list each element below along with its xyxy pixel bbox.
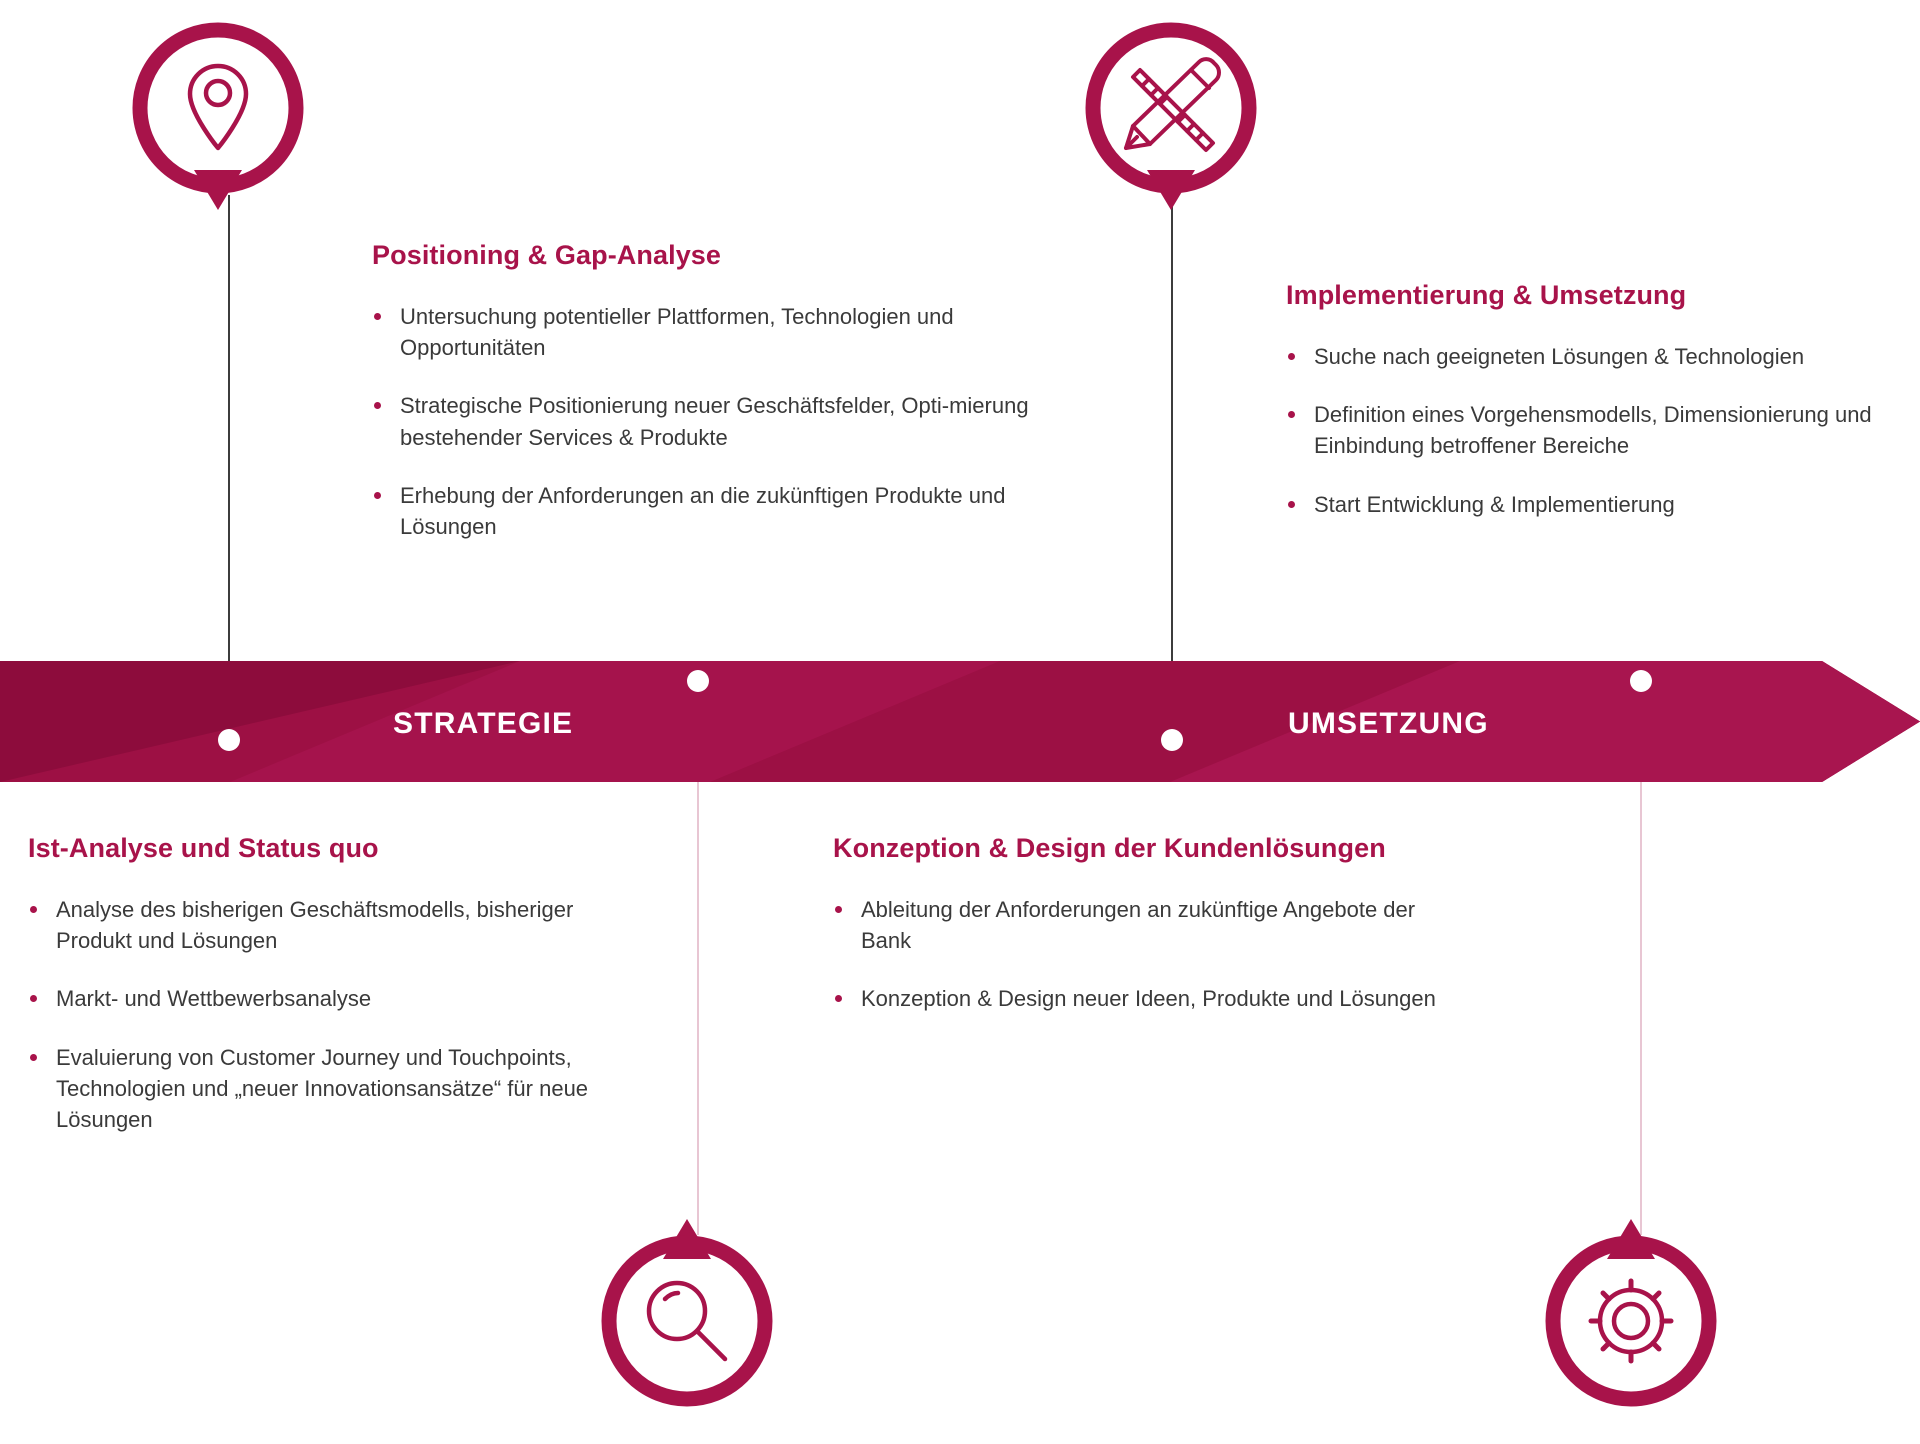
block-title: Ist-Analyse und Status quo bbox=[28, 833, 379, 863]
block-title: Konzeption & Design der Kundenlösungen bbox=[833, 833, 1386, 863]
bullet-item: Start Entwicklung & Implementierung bbox=[1286, 489, 1906, 520]
location-pin-icon bbox=[187, 63, 249, 151]
block-title: Implementierung & Umsetzung bbox=[1286, 280, 1687, 310]
timeline-dot-ist-analyse bbox=[687, 670, 709, 692]
process-banner bbox=[0, 661, 1920, 782]
connector-line-ist-analyse bbox=[697, 680, 699, 1235]
timeline-dot-konzeption bbox=[1630, 670, 1652, 692]
block-positioning-gap-analyse: Positioning & Gap-Analyse Untersuchung p… bbox=[372, 240, 1052, 542]
bullet-list: Untersuchung potentieller Plattformen, T… bbox=[372, 301, 1052, 542]
bullet-item: Strategische Positionierung neuer Geschä… bbox=[372, 390, 1052, 452]
block-konzeption-design: Konzeption & Design der Kundenlösungen A… bbox=[833, 833, 1453, 1015]
ruler-pencil-icon bbox=[1124, 57, 1221, 152]
block-ist-analyse-status-quo: Ist-Analyse und Status quo Analyse des b… bbox=[28, 833, 628, 1135]
connector-line-positioning bbox=[228, 195, 230, 740]
bullet-item: Definition eines Vorgehensmodells, Dimen… bbox=[1286, 399, 1906, 461]
bullet-item: Suche nach geeigneten Lösungen & Technol… bbox=[1286, 341, 1906, 372]
bullet-list: Suche nach geeigneten Lösungen & Technol… bbox=[1286, 341, 1906, 520]
bullet-list: Analyse des bisherigen Geschäftsmodells,… bbox=[28, 894, 628, 1135]
bullet-list: Ableitung der Anforderungen an zukünftig… bbox=[833, 894, 1453, 1015]
pin-magnifier[interactable] bbox=[601, 1219, 773, 1407]
banner-label-umsetzung: UMSETZUNG bbox=[1288, 707, 1489, 740]
pin-gear[interactable] bbox=[1545, 1219, 1717, 1407]
banner-label-strategie: STRATEGIE bbox=[393, 707, 574, 740]
block-title: Positioning & Gap-Analyse bbox=[372, 240, 722, 270]
bullet-item: Ableitung der Anforderungen an zukünftig… bbox=[833, 894, 1453, 956]
timeline-dot-positioning bbox=[218, 729, 240, 751]
gear-icon bbox=[1588, 1278, 1674, 1364]
timeline-dot-implementierung bbox=[1161, 729, 1183, 751]
pin-ruler-pencil[interactable] bbox=[1085, 22, 1257, 210]
bullet-item: Analyse des bisherigen Geschäftsmodells,… bbox=[28, 894, 628, 956]
block-implementierung-umsetzung: Implementierung & Umsetzung Suche nach g… bbox=[1286, 280, 1906, 520]
bullet-item: Konzeption & Design neuer Ideen, Produkt… bbox=[833, 983, 1453, 1014]
connector-line-implementierung bbox=[1171, 195, 1173, 740]
bullet-item: Erhebung der Anforderungen an die zukünf… bbox=[372, 480, 1052, 542]
pin-location[interactable] bbox=[132, 22, 304, 210]
bullet-item: Markt- und Wettbewerbsanalyse bbox=[28, 983, 628, 1014]
bullet-item: Untersuchung potentieller Plattformen, T… bbox=[372, 301, 1052, 363]
magnifier-icon bbox=[646, 1280, 728, 1362]
connector-line-konzeption bbox=[1640, 680, 1642, 1235]
bullet-item: Evaluierung von Customer Journey und Tou… bbox=[28, 1042, 628, 1136]
